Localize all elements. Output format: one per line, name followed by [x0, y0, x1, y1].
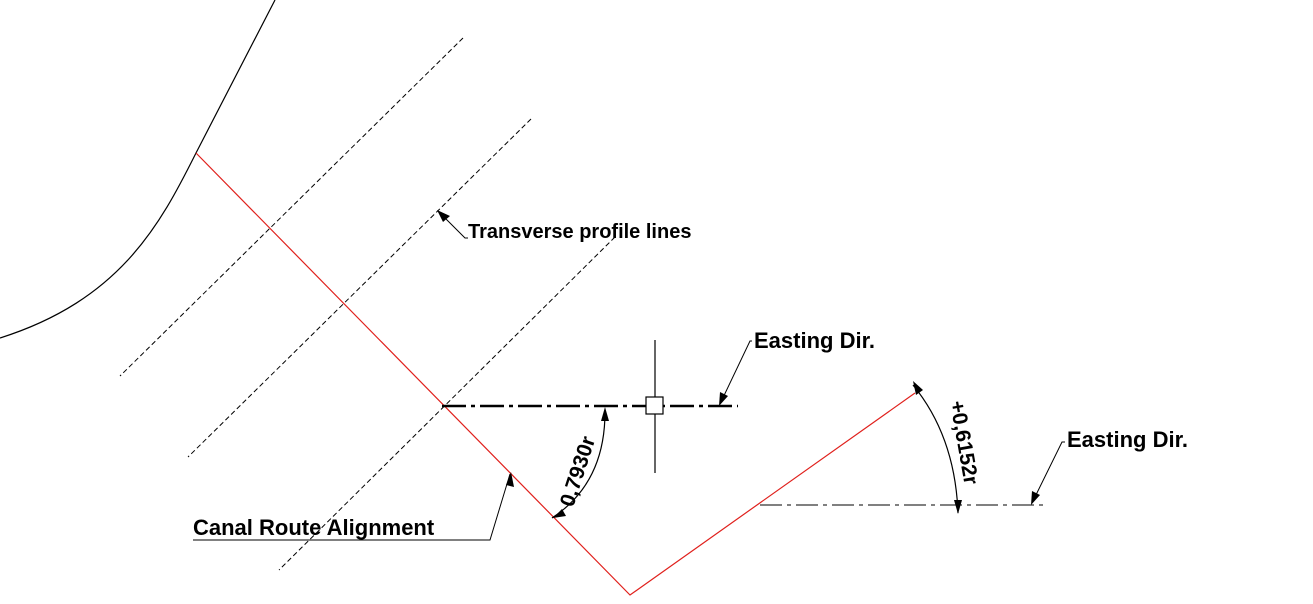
leader-transverse-profile-lines [438, 211, 468, 239]
label-canal-route-alignment: Canal Route Alignment [193, 515, 435, 540]
leader-canal-route-alignment [193, 473, 511, 541]
leader-transverse-arrow [437, 210, 450, 222]
leader-easting-dir-2 [1031, 441, 1065, 504]
label-transverse-profile-lines: Transverse profile lines [468, 221, 691, 243]
transverse-profile-line-1 [119, 37, 464, 377]
boundary-curve [0, 0, 276, 339]
label-easting-dir-1: Easting Dir. [754, 328, 875, 353]
angle-arc-2-arrow-bottom [954, 500, 962, 514]
angle-arc-1-arrow-bottom [553, 509, 566, 518]
leader-easting-dir-1 [719, 340, 752, 405]
leader-easting-dir-2-arrow [1031, 491, 1040, 505]
angle-arc-1 [551, 411, 606, 519]
transverse-profile-line-3 [278, 236, 616, 571]
angle-arc-2 [912, 384, 959, 514]
label-easting-dir-2: Easting Dir. [1067, 427, 1188, 452]
crosshair-box [645, 396, 664, 415]
canal-route-alignment-line [195, 152, 916, 596]
leader-easting-dir-1-arrow [719, 392, 728, 406]
transverse-profile-line-2 [187, 118, 532, 458]
angle-arc-1-arrow-top [601, 407, 609, 421]
leader-canal-route-arrow [506, 472, 514, 487]
angle-arc-2-arrow-top [913, 381, 923, 395]
angle-value-2: +0,6152r [945, 399, 982, 486]
